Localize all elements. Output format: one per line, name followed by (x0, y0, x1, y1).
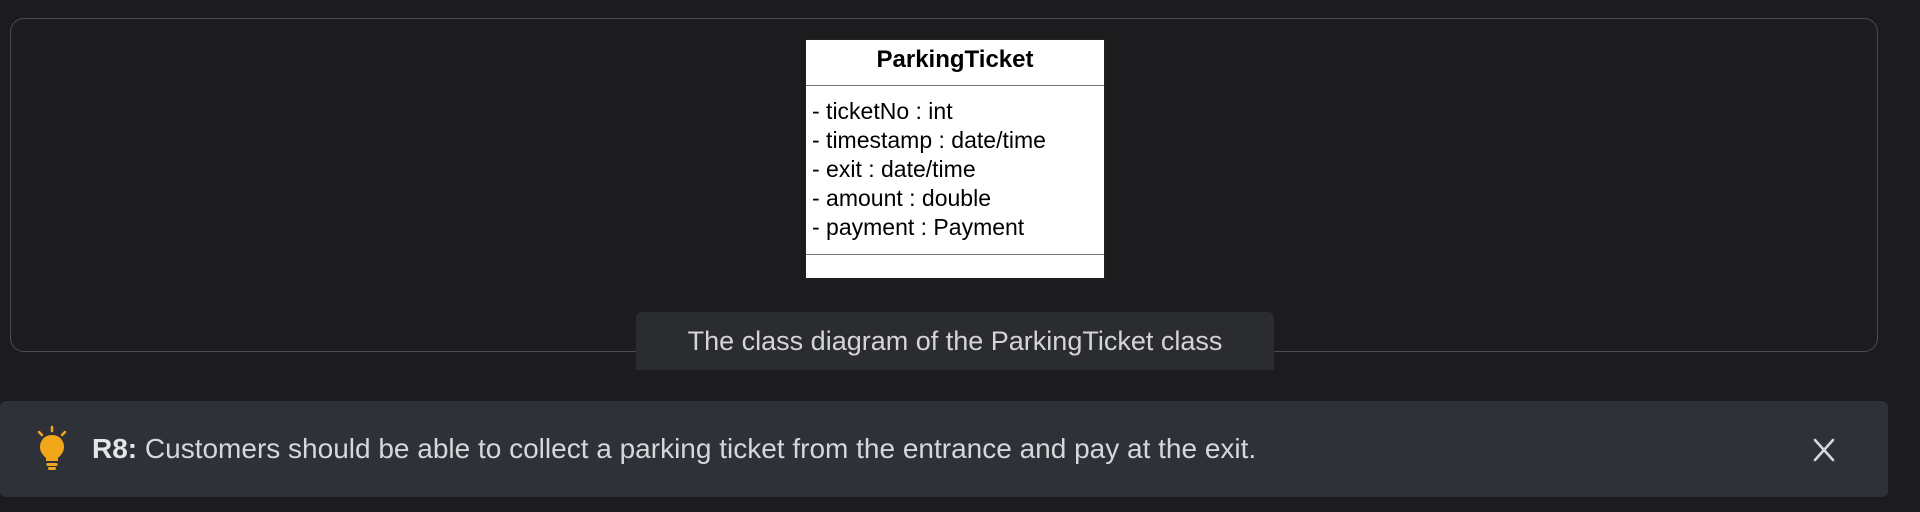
uml-attributes-section: - ticketNo : int - timestamp : date/time… (806, 86, 1104, 255)
uml-class-box: ParkingTicket - ticketNo : int - timesta… (805, 39, 1105, 279)
diagram-caption: The class diagram of the ParkingTicket c… (636, 312, 1274, 370)
uml-class-name: ParkingTicket (806, 40, 1104, 86)
diagram-panel: ParkingTicket - ticketNo : int - timesta… (10, 18, 1878, 370)
uml-attribute: - amount : double (812, 185, 992, 211)
uml-attribute: - payment : Payment (812, 214, 1025, 240)
requirement-tip-bar: R8: Customers should be able to collect … (0, 401, 1888, 497)
close-icon[interactable] (1806, 435, 1842, 465)
uml-attribute: - timestamp : date/time (812, 127, 1046, 153)
tip-label: R8: (92, 433, 138, 464)
tip-text: R8: Customers should be able to collect … (92, 401, 1256, 497)
uml-methods-section (806, 255, 1104, 277)
lightbulb-icon (37, 425, 67, 470)
uml-attribute: - exit : date/time (812, 156, 976, 182)
uml-attribute: - ticketNo : int (812, 98, 953, 124)
tip-body: Customers should be able to collect a pa… (137, 433, 1257, 464)
